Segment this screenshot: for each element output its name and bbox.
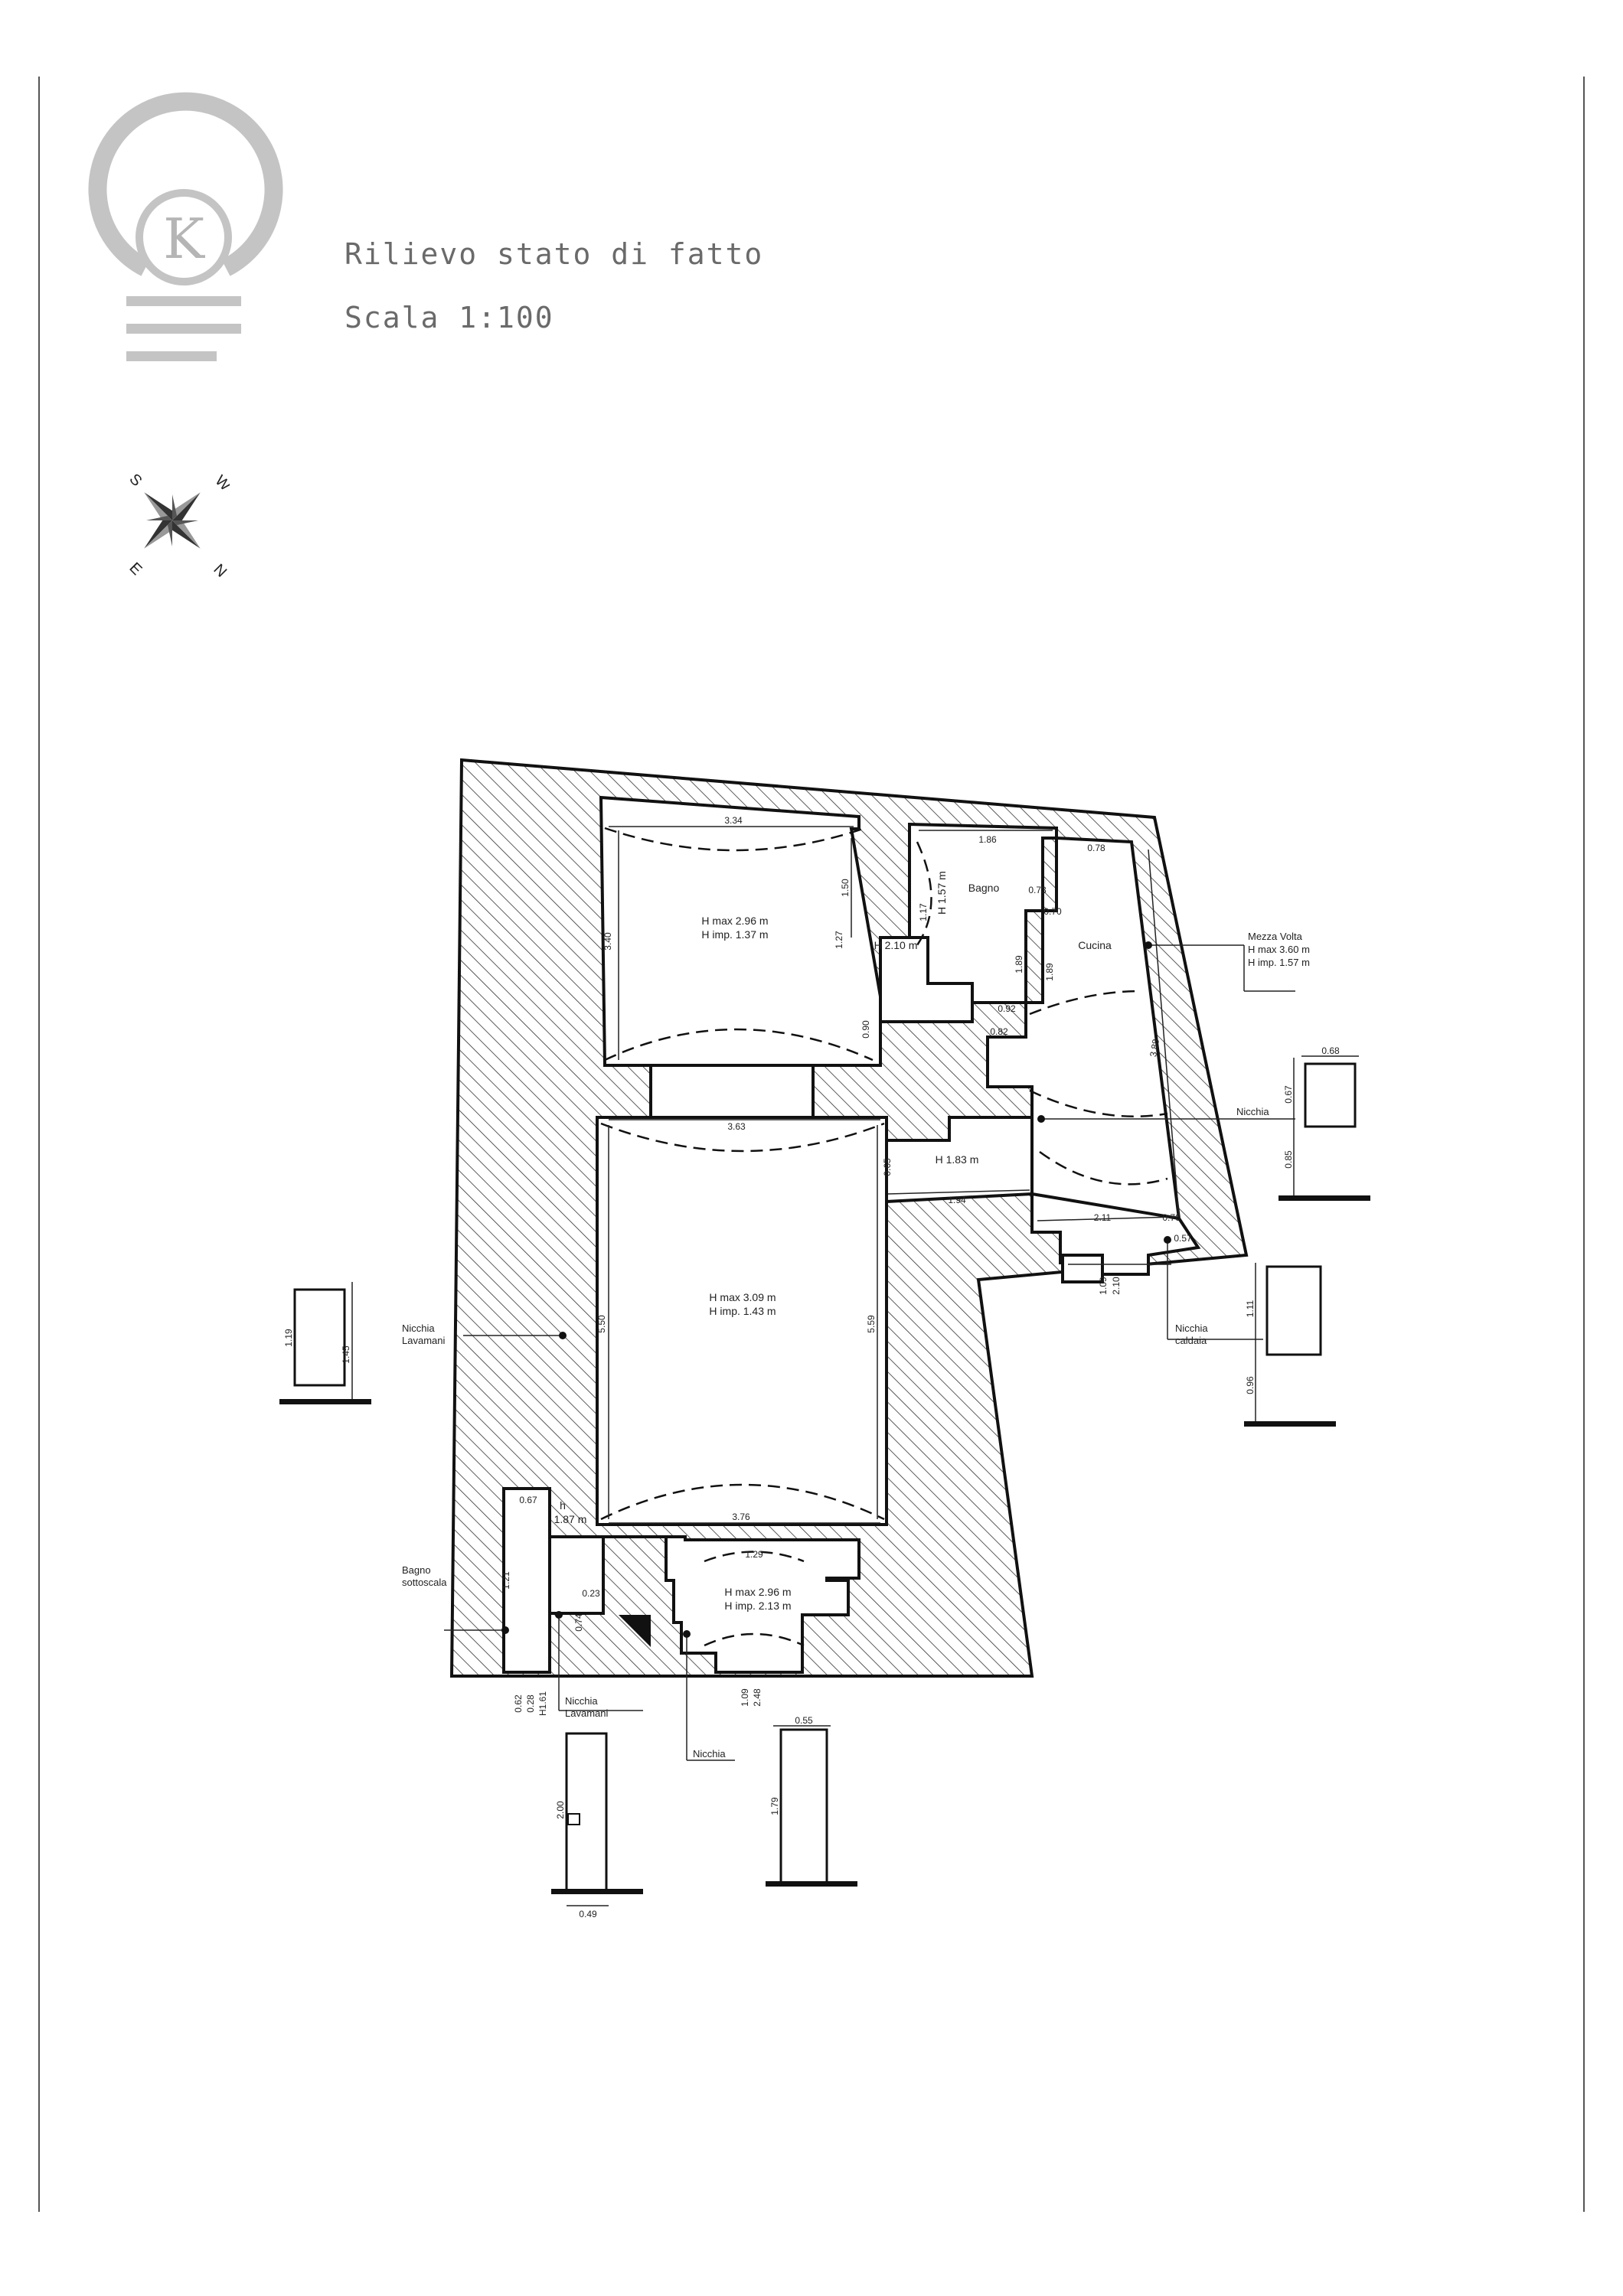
passage-2 [885,1116,1034,1204]
room-3 [547,1535,860,1674]
dim-129: 1.29 [745,1549,763,1560]
dim-074: 0.74 [573,1613,584,1632]
elevation-bottom-left: 2.00 0.49 [551,1732,643,1919]
cucina-label: Cucina [1078,939,1112,951]
room3-himp: H imp. 2.13 m [724,1600,791,1612]
dim-062: 0.62 [513,1694,524,1713]
elev-r-h: 0.67 [1283,1085,1294,1104]
dim-189b: 1.89 [1044,963,1055,981]
dim-082: 0.82 [990,1026,1008,1037]
dim-117: 1.17 [918,903,929,921]
room1-hmax: H max 2.96 m [701,915,768,927]
drawing-scale: Scala 1:100 [345,301,554,334]
elevation-lavamani: 1.19 1.45 [279,1282,371,1404]
elev-lav-base: 1.45 [341,1345,351,1364]
dim-109b: 1.09 [740,1688,750,1707]
passage-h1: H 2.10 m [874,939,918,951]
dim-388: 3.88 [1148,1038,1161,1058]
dim-194: 1.94 [948,1195,966,1205]
mezza-volta-label: Mezza Volta [1248,931,1303,942]
dim-067: 0.67 [519,1495,537,1505]
dim-150: 1.50 [840,879,851,897]
logo-letter: K [163,207,205,271]
room3-hmax: H max 2.96 m [724,1586,791,1598]
dim-559: 5.59 [866,1315,877,1333]
nicchia-caldaia-label-2: caldaia [1175,1335,1207,1346]
dim-161: H1.61 [537,1691,548,1716]
mezza-volta-himp: H imp. 1.57 m [1248,957,1310,968]
nicchia-lavamani-label-2: Lavamani [402,1335,445,1346]
dim-210: 2.10 [1111,1277,1122,1295]
nicchia-lavamani2-label-1: Nicchia [565,1695,598,1707]
passage-h3: H 1.83 m [936,1153,979,1166]
dim-189: 1.89 [1014,955,1024,974]
nicchia-label-right: Nicchia [1236,1106,1269,1117]
elev-bl-w: 0.49 [579,1909,597,1919]
dim-186: 1.86 [978,834,997,845]
dim-076: 0.76 [1162,1212,1181,1223]
dim-248: 2.48 [752,1688,763,1707]
passage-h2: H 1.57 m [936,871,948,915]
elevation-bottom-mid: 0.55 1.79 [766,1715,857,1887]
right-border-line [1583,77,1585,2212]
nicchia-caldaia-label-1: Nicchia [1175,1322,1208,1334]
elev-caldaia-base: 0.96 [1245,1376,1256,1394]
elev-bm-h: 1.79 [769,1797,780,1815]
bagno-sottoscala [502,1487,551,1674]
small-h-label: h [560,1499,566,1512]
company-logo: K [88,92,283,361]
elev-bl-h: 2.00 [555,1801,566,1819]
bagno-sottoscala-label-2: sottoscala [402,1577,447,1588]
sottoscala-entry [548,1535,605,1615]
dim-073: 0.73 [1028,885,1047,895]
drawing-title: Rilievo stato di fatto [345,237,764,271]
room1-himp: H imp. 1.37 m [701,928,768,941]
dim-057: 0.57 [1174,1233,1192,1244]
elev-r-w: 0.68 [1321,1045,1340,1056]
room2-hmax: H max 3.09 m [709,1291,776,1303]
dim-340: 3.40 [603,932,613,951]
left-border-line [38,77,40,2212]
dim-550: 5.50 [596,1315,607,1333]
dim-092: 0.92 [998,1003,1016,1014]
elev-r-base: 0.85 [1283,1150,1294,1169]
dim-078: 0.78 [1087,843,1105,853]
bagno-label: Bagno [968,882,1000,894]
dim-363: 3.63 [727,1121,746,1132]
dim-070: 0.70 [1043,906,1062,917]
elev-lav-h: 1.19 [283,1329,294,1347]
dim-376: 3.76 [732,1512,750,1522]
dim-109: 1.09 [1098,1277,1109,1295]
small-h-value: 1.87 m [554,1513,587,1525]
caldaia-niche [1061,1254,1104,1283]
elevation-caldaia: 1.11 0.96 [1244,1263,1336,1427]
elevation-nicchia-right: 0.68 0.67 0.85 [1278,1045,1370,1201]
elev-bm-w: 0.55 [795,1715,813,1726]
dim-028: 0.28 [525,1694,536,1713]
dim-211: 2.11 [1094,1212,1112,1223]
dim-334: 3.34 [724,815,743,826]
stair-mark [619,1615,651,1647]
dim-127: 1.27 [834,931,844,949]
room-2 [596,1116,888,1526]
mezza-volta-hmax: H max 3.60 m [1248,944,1310,955]
dim-121: 1.21 [501,1571,511,1590]
bagno-sottoscala-label-1: Bagno [402,1564,431,1576]
corridor-1-2 [649,1064,815,1119]
dim-023: 0.23 [582,1588,600,1599]
dim-065: 0.65 [882,1158,893,1176]
nicchia-lavamani2-label-2: Lavamani [565,1707,608,1719]
dim-090: 0.90 [860,1020,871,1039]
elev-caldaia-h: 1.11 [1245,1300,1256,1317]
nicchia-bottom-label: Nicchia [693,1748,726,1760]
compass-rose: S W E N [126,471,230,578]
nicchia-lavamani-label-1: Nicchia [402,1322,435,1334]
room2-himp: H imp. 1.43 m [709,1305,776,1317]
